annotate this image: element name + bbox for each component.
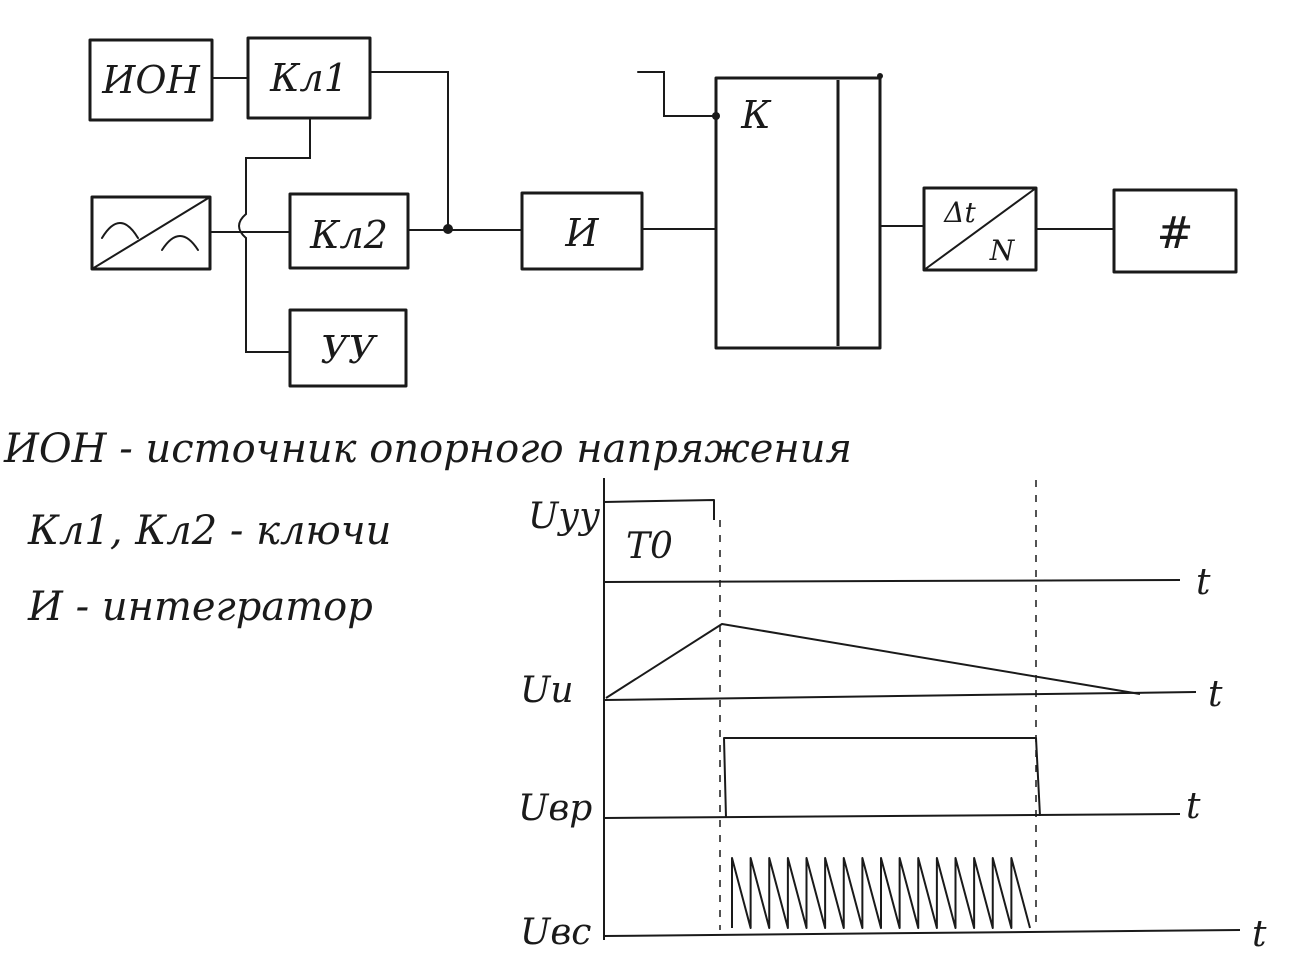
uu-label: УУ: [321, 328, 378, 372]
signal-ui-axis-label: t: [1208, 674, 1223, 715]
integrator-label: И: [564, 211, 599, 255]
integrator-block: И: [520, 191, 644, 271]
ion-label: ИОН: [101, 58, 200, 102]
counter-label: К: [740, 93, 772, 137]
signal-uvs-label: Uвс: [520, 912, 591, 953]
key1-block: Кл1: [246, 36, 372, 120]
signal-uyy-label: Uуу: [528, 496, 600, 537]
key1-label: Кл1: [269, 56, 348, 100]
legend: ИОН - источник опорного напряжения Кл1, …: [3, 426, 852, 630]
adc-block: [90, 195, 212, 271]
converter-top-label: Δt: [943, 196, 976, 229]
block-diagram: ИОН Кл1 Кл2 УУ И: [88, 36, 1238, 388]
display-block: #: [1112, 188, 1238, 274]
signal-uvr-label: Uвр: [518, 788, 592, 829]
uu-block: УУ: [288, 308, 408, 388]
signal-uvr-axis-label: t: [1186, 786, 1201, 827]
key2-label: Кл2: [309, 213, 388, 257]
timing-diagram: Uуу t T0 Uи t Uвр t Uвс t: [518, 478, 1267, 955]
signal-uvs-axis-label: t: [1252, 914, 1267, 955]
legend-line-3: И - интегратор: [27, 584, 373, 630]
period-label: T0: [626, 526, 673, 567]
signal-uvr: Uвр t: [518, 737, 1201, 829]
converter-bottom-label: N: [989, 234, 1016, 267]
signal-uyy-axis-label: t: [1196, 562, 1211, 603]
key2-block: Кл2: [288, 192, 410, 270]
wires: [209, 71, 1115, 353]
converter-block: Δt N: [922, 186, 1038, 272]
counter-block: К: [714, 76, 882, 350]
signal-ui-label: Uи: [520, 670, 574, 711]
legend-line-2: Кл1, Кл2 - ключи: [27, 508, 391, 554]
signal-uyy: Uуу t T0: [528, 496, 1211, 603]
legend-line-1: ИОН - источник опорного напряжения: [3, 426, 852, 472]
sawtooth-pulses: [731, 857, 1031, 929]
junction-dot: [443, 224, 453, 234]
signal-uvs: Uвс t: [520, 857, 1267, 955]
signal-ui: Uи t: [520, 623, 1223, 715]
ion-block: ИОН: [88, 38, 214, 122]
display-label: #: [1157, 208, 1194, 259]
